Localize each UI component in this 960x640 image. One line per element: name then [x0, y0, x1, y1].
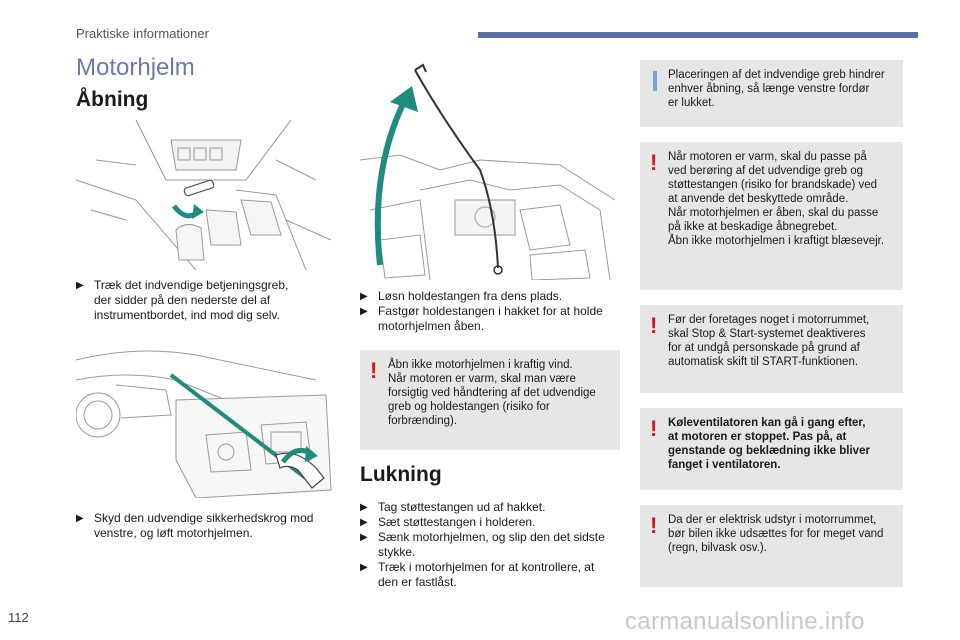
step-line: Løsn holdestangen fra dens plads. — [378, 289, 563, 303]
note-line: Når motorhjelmen er åben, skal du passe — [668, 207, 879, 219]
arrow-bullet-icon: ▶ — [76, 280, 84, 291]
arrow-bullet-icon: ▶ — [360, 532, 368, 543]
step-line: venstre, og løft motorhjelmen. — [94, 526, 253, 540]
note-line: for at undgå personskade på grund af — [668, 342, 860, 354]
note-line: forsigtig ved håndtering af det udvendig… — [388, 387, 596, 399]
warning-icon: ! — [650, 416, 658, 441]
step-line: Skyd den udvendige sikkerhedskrog mod — [94, 511, 314, 525]
arrow-bullet-icon: ▶ — [360, 291, 368, 302]
note-line: Før der foretages noget i motorrummet, — [668, 314, 870, 326]
note-line: bør bilen ikke udsættes for for meget va… — [668, 528, 884, 540]
note-line: forbrænding). — [388, 415, 458, 427]
step-list-3: ▶ Løsn holdestangen fra dens plads. ▶ Fa… — [360, 289, 622, 334]
note-line: Åbn ikke motorhjelmen i kraftigt blæseve… — [668, 235, 885, 247]
arrow-bullet-icon: ▶ — [360, 517, 368, 528]
note-line: at anvende det beskyttede område. — [668, 193, 849, 205]
info-icon — [653, 71, 657, 91]
arrow-bullet-icon: ▶ — [360, 502, 368, 513]
note-line: Når motoren er varm, skal du passe på — [668, 151, 867, 163]
step-item: ▶ Tag støttestangen ud af hakket. — [360, 500, 622, 515]
step-list-2: ▶ Skyd den udvendige sikkerhedskrog mod … — [76, 511, 336, 541]
warning-note-opening: ! Åbn ikke motorhjelmen i kraftig vind. … — [360, 350, 620, 450]
note-line: at motoren er stoppet. Pas på, at — [668, 431, 847, 443]
step-item: ▶ Sæt støttestangen i holderen. — [360, 515, 622, 530]
step-line: stykke. — [378, 545, 416, 559]
exterior-catch-illustration — [76, 340, 336, 498]
note-line: støttestangen (risiko for brandskade) ve… — [668, 179, 878, 191]
warning-icon: ! — [370, 358, 378, 383]
step-line: motorhjelmen åben. — [378, 319, 485, 333]
arrow-bullet-icon: ▶ — [360, 306, 368, 317]
page-title: Motorhjelm — [76, 54, 195, 81]
step-item: ▶ Skyd den udvendige sikkerhedskrog mod … — [76, 511, 336, 541]
step-line: Tag støttestangen ud af hakket. — [378, 500, 546, 514]
step-line: den er fastlåst. — [378, 575, 457, 589]
step-line: der sidder på den nederste del af — [94, 293, 271, 307]
note-line: (regn, bilvask osv.). — [668, 542, 767, 554]
step-list-1: ▶ Træk det indvendige betjeningsgreb, de… — [76, 278, 336, 323]
step-line: Sæt støttestangen i holderen. — [378, 515, 536, 529]
closing-heading: Lukning — [360, 463, 442, 486]
note-line: ved berøring af det udvendige greb og — [668, 165, 863, 177]
warning-note-stop-start: ! Før der foretages noget i motorrummet,… — [640, 305, 903, 393]
warning-icon: ! — [650, 313, 658, 338]
interior-lever-illustration — [76, 120, 336, 270]
step-item: ▶ Fastgør holdestangen i hakket for at h… — [360, 304, 622, 334]
closing-step-list: ▶ Tag støttestangen ud af hakket. ▶ Sæt … — [360, 500, 622, 590]
step-line: Fastgør holdestangen i hakket for at hol… — [378, 304, 603, 318]
page-number: 112 — [8, 610, 29, 625]
prop-rod-illustration — [360, 60, 620, 280]
warning-icon: ! — [650, 150, 658, 175]
arrow-bullet-icon: ▶ — [76, 513, 84, 524]
section-label: Praktiske informationer — [76, 26, 209, 41]
warning-note-electric: ! Da der er elektrisk udstyr i motorrumm… — [640, 505, 903, 587]
warning-note-fan: ! Køleventilatoren kan gå i gang efter, … — [640, 408, 903, 490]
note-line: enhver åbning, så længe venstre fordør — [668, 83, 870, 95]
note-line: Åbn ikke motorhjelmen i kraftig vind. — [388, 359, 573, 371]
note-line: Da der er elektrisk udstyr i motorrummet… — [668, 514, 877, 526]
step-item: ▶ Sænk motorhjelmen, og slip den det sid… — [360, 530, 622, 560]
note-line: greb og holdestangen (risiko for — [388, 401, 550, 413]
step-item: ▶ Træk det indvendige betjeningsgreb, de… — [76, 278, 336, 323]
note-line: skal Stop & Start-systemet deaktiveres — [668, 328, 866, 340]
note-line: automatisk skift til START-funktionen. — [668, 356, 859, 368]
note-line: genstande og beklædning ikke bliver — [668, 445, 870, 457]
arrow-bullet-icon: ▶ — [360, 562, 368, 573]
note-line: er lukket. — [668, 97, 715, 109]
note-line: fanget i ventilatoren. — [668, 459, 781, 471]
warning-note-hot-engine: ! Når motoren er varm, skal du passe på … — [640, 142, 903, 290]
step-line: Træk i motorhjelmen for at kontrollere, … — [378, 560, 595, 574]
step-line: instrumentbordet, ind mod dig selv. — [94, 308, 280, 322]
info-note: Placeringen af det indvendige greb hindr… — [640, 60, 903, 127]
header-bar — [478, 32, 918, 38]
warning-icon: ! — [650, 513, 658, 538]
step-line: Sænk motorhjelmen, og slip den det sidst… — [378, 530, 605, 544]
step-item: ▶ Træk i motorhjelmen for at kontrollere… — [360, 560, 622, 590]
step-item: ▶ Løsn holdestangen fra dens plads. — [360, 289, 622, 304]
note-line: Køleventilatoren kan gå i gang efter, — [668, 417, 866, 429]
step-line: Træk det indvendige betjeningsgreb, — [94, 278, 289, 292]
note-line: Når motoren er varm, skal man være — [388, 373, 576, 385]
watermark: carmanualsonline.info — [625, 608, 865, 635]
note-line: på ikke at beskadige åbnegrebet. — [668, 221, 838, 233]
opening-heading: Åbning — [76, 88, 149, 111]
note-line: Placeringen af det indvendige greb hindr… — [668, 69, 885, 81]
